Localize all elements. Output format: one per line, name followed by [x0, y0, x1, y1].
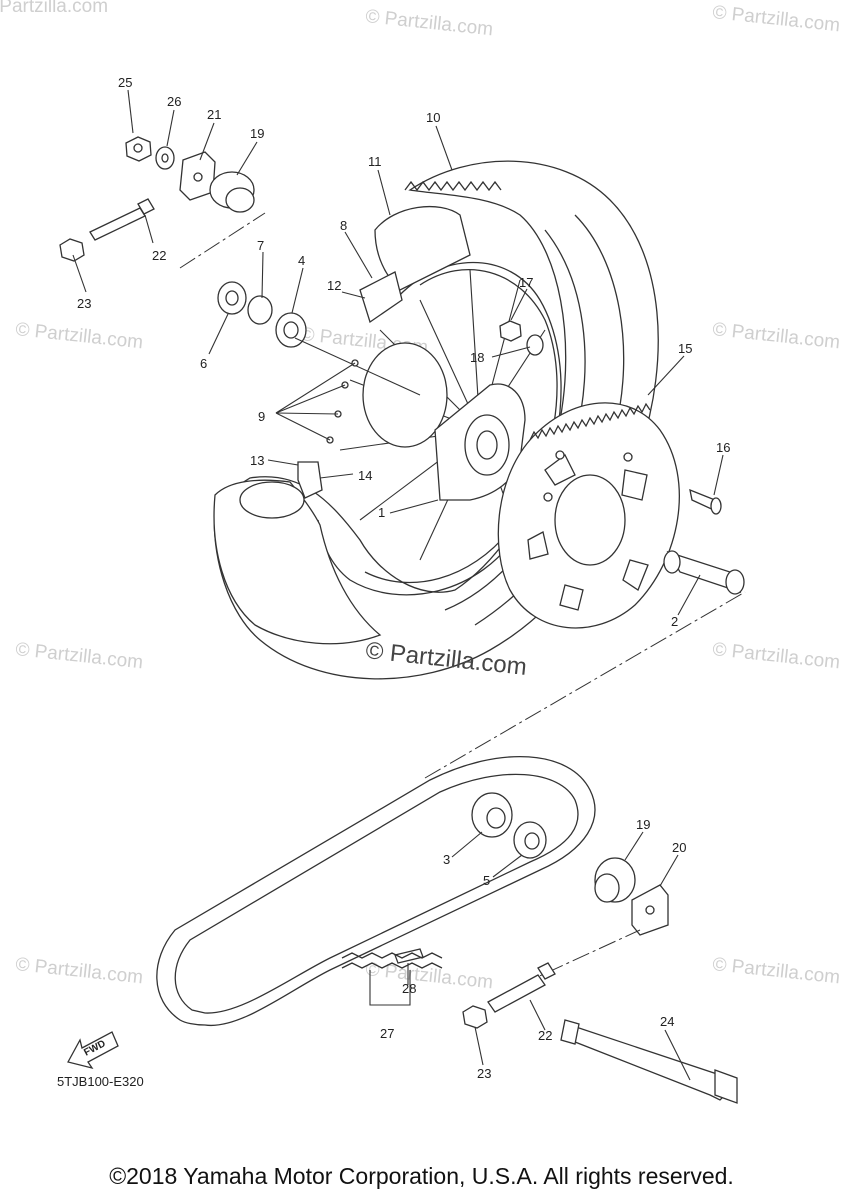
part-label: 25 [118, 75, 132, 90]
part-label: 19 [250, 126, 264, 141]
watermark: © Partzilla.com [14, 319, 144, 353]
part-label: 7 [257, 238, 264, 253]
part-label: 11 [368, 154, 382, 169]
rear-sprocket [497, 402, 680, 629]
part-labels: 25 26 21 19 22 23 10 11 8 7 4 12 17 6 18… [77, 75, 730, 1081]
watermark: © Partzilla.com [14, 954, 144, 988]
sprocket-bolt-hole [543, 492, 553, 502]
part-label: 5 [483, 873, 490, 888]
part-label: 28 [402, 981, 416, 996]
collar [663, 550, 745, 595]
part-label: 27 [380, 1026, 394, 1041]
watermark: © Partzilla.com [711, 2, 841, 36]
part-label: 1 [378, 505, 385, 520]
watermark: © Partzilla.com [711, 639, 841, 673]
part-label: 17 [519, 275, 533, 290]
part-label: 22 [538, 1028, 552, 1043]
hub-bore-inner [476, 430, 498, 460]
watermark: © Partzilla.com [0, 0, 108, 17]
leader-lines [72, 89, 724, 1081]
part-label: 3 [443, 852, 450, 867]
sprocket-cutout [621, 469, 648, 501]
watermark: © Partzilla.com [14, 639, 144, 673]
part-label: 9 [258, 409, 265, 424]
part-label: 24 [660, 1014, 674, 1029]
copyright-notice: ©2018 Yamaha Motor Corporation, U.S.A. A… [109, 1163, 734, 1189]
fwd-arrow: FWD [67, 1031, 119, 1070]
part-label: 13 [250, 453, 264, 468]
assembly-line [179, 212, 266, 269]
sprocket-cutout [622, 559, 649, 591]
part-label: 22 [152, 248, 166, 263]
part-label: 23 [77, 296, 91, 311]
sprocket-bolt-hole [623, 452, 633, 462]
part-label: 19 [636, 817, 650, 832]
part-label: 12 [327, 278, 341, 293]
drive-chain-inner [174, 773, 579, 1014]
circlip [247, 295, 273, 325]
sprocket-bolt [689, 488, 722, 515]
adjuster-bolt [89, 207, 146, 241]
watermark: © Partzilla.com [364, 6, 494, 40]
part-label: 18 [470, 350, 484, 365]
drive-chain [156, 755, 596, 1027]
assembly-line [294, 337, 421, 396]
sprocket-teeth [529, 402, 651, 441]
rear-axle [569, 1024, 737, 1101]
assembly-line [424, 591, 746, 779]
sprocket-cutout [559, 584, 584, 611]
adjuster-nut [59, 238, 85, 262]
disc-nuts [499, 320, 544, 356]
part-label: 10 [426, 110, 440, 125]
part-label: 4 [298, 253, 305, 268]
part-label: 23 [477, 1066, 491, 1081]
part-label: 16 [716, 440, 730, 455]
part-label: 20 [672, 840, 686, 855]
watermark: © Partzilla.com [711, 319, 841, 353]
chain-links [341, 952, 443, 969]
watermark: © Partzilla.com [711, 954, 841, 988]
part-label: 26 [167, 94, 181, 109]
sprocket-cutout [527, 531, 549, 560]
spoke-nipples [326, 359, 359, 444]
adjuster-bolt-right [487, 974, 546, 1013]
drive-chain-assembly [156, 591, 746, 1104]
sprocket-bolt-hole [555, 450, 565, 460]
sprocket-center-bore [554, 474, 626, 566]
tire-bead-opening [239, 481, 305, 519]
rim-lock [297, 461, 323, 499]
part-label: 15 [678, 341, 692, 356]
tire-lower [213, 479, 382, 645]
brake-disc [362, 342, 448, 448]
tube-valve-cap [374, 205, 471, 291]
part-label: 14 [358, 468, 372, 483]
assembly-line [519, 929, 641, 986]
left-axle-parts [59, 136, 421, 396]
adjuster-nut-right [462, 1005, 488, 1029]
bracket-27 [369, 970, 411, 1006]
sprocket-cutout [544, 454, 576, 486]
part-label: 21 [207, 107, 221, 122]
diagram-code: 5TJB100-E320 [57, 1074, 144, 1089]
rim-band [359, 271, 403, 324]
part-label: 6 [200, 356, 207, 371]
tire-tread-teeth [404, 180, 502, 192]
part-label: 2 [671, 614, 678, 629]
part-label: 8 [340, 218, 347, 233]
